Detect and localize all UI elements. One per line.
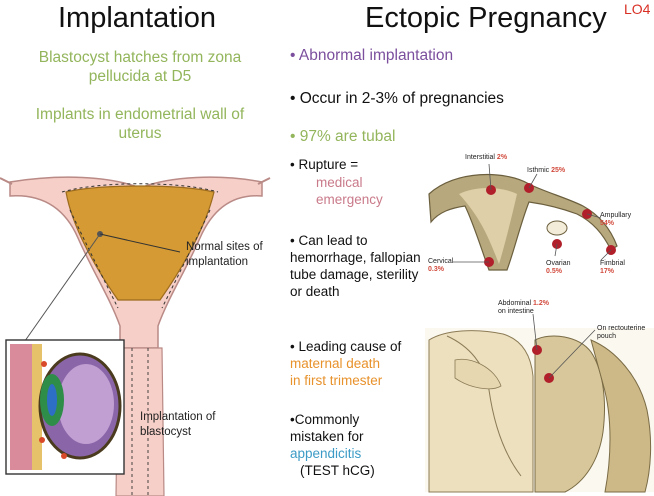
bullet-tubal: • 97% are tubal [290, 128, 395, 146]
label-interstitial: Interstitial 2% [465, 154, 507, 162]
appendicitis: appendicitis [290, 445, 361, 462]
medical-emergency: medical emergency [316, 174, 400, 208]
left-title: Implantation [58, 2, 216, 35]
label-rectouterine: On rectouterine pouch [597, 325, 649, 341]
lo-tag: LO4 [624, 1, 650, 17]
blastocyst-inset [6, 340, 124, 474]
bullet-occur: • Occur in 2-3% of pregnancies [290, 90, 504, 108]
bullet-mistaken: •Commonly mistaken for [290, 411, 390, 445]
bullet-abnormal: • Abnormal implantation [290, 47, 453, 65]
blastocyst-label: Implantation of blastocyst [140, 410, 240, 440]
normal-sites-label: Normal sites of implantation [186, 240, 278, 270]
maternal-death: maternal death in first trimester [290, 355, 390, 389]
bullet-cause: • Leading cause of [290, 338, 420, 355]
label-abdominal: Abdominal 1.2%on intestine [498, 300, 568, 316]
bullet-rupture: • Rupture = [290, 156, 358, 173]
label-isthmic: Isthmic 25% [527, 167, 565, 175]
bullet-lead-to: • Can lead to hemorrhage, fallopian tube… [290, 232, 422, 300]
test-hcg: (TEST hCG) [300, 462, 375, 479]
implant-text: Implants in endometrial wall of uterus [14, 105, 266, 143]
right-title: Ectopic Pregnancy [365, 2, 607, 35]
hatch-text: Blastocyst hatches from zona pellucida a… [14, 48, 266, 86]
